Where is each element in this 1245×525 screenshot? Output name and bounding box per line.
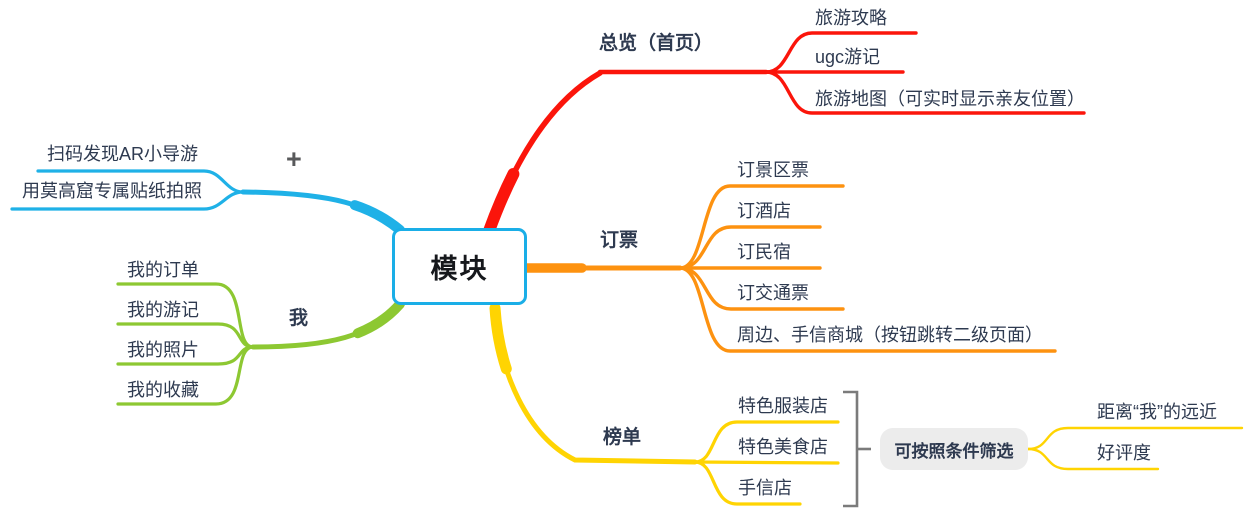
- subtopic-line-food: [693, 460, 840, 465]
- subtopic-hotel[interactable]: 订酒店: [737, 201, 791, 221]
- subtopic-line-mall: [678, 266, 1057, 353]
- branch-curve-overview: [486, 70, 603, 234]
- subtopic-ugc-notes[interactable]: ugc游记: [815, 47, 881, 67]
- subtopic-souvenir[interactable]: 手信店: [738, 478, 792, 498]
- subtopic-line-sticker-photo: [10, 190, 245, 211]
- branch-topic-me[interactable]: 我: [289, 308, 309, 329]
- branch-curve-me-taper: [248, 299, 405, 352]
- subtopic-line-scenic-ticket: [678, 184, 845, 270]
- summary-bracket: [843, 390, 871, 508]
- branch-topic-booking[interactable]: 订票: [600, 230, 639, 251]
- subtopic-line-clothing: [693, 420, 840, 464]
- branch-topic-overview[interactable]: 总览（首页）: [599, 33, 714, 54]
- branch-curve-plus-taper: [238, 187, 405, 235]
- branch-curve-ranking: [492, 305, 698, 465]
- root-topic[interactable]: 模块: [392, 228, 527, 305]
- subtopic-my-photos[interactable]: 我的照片: [127, 340, 199, 360]
- subtopic-my-notes[interactable]: 我的游记: [127, 300, 199, 320]
- branch-curve-ranking-taper: [489, 302, 701, 468]
- branch-topic-ranking[interactable]: 榜单: [603, 427, 642, 448]
- subtopic-scenic-ticket[interactable]: 订景区票: [737, 160, 809, 180]
- summary-topic-filter-label: 可按照条件筛选: [894, 441, 1014, 461]
- subtopic-line-rating: [1026, 447, 1160, 471]
- summary-topic-filter[interactable]: 可按照条件筛选: [880, 428, 1028, 470]
- subtopic-clothing[interactable]: 特色服装店: [738, 396, 828, 416]
- subtopic-line-my-favorites: [116, 345, 255, 406]
- subtopic-distance[interactable]: 距离“我”的远近: [1097, 402, 1217, 422]
- branch-lines-overview: [483, 31, 1086, 237]
- subtopic-mall[interactable]: 周边、手信商城（按钮跳转二级页面）: [737, 325, 1043, 345]
- subtopic-ar-guide[interactable]: 扫码发现AR小导游: [47, 144, 199, 164]
- subtopic-food[interactable]: 特色美食店: [738, 437, 828, 457]
- branch-lines-me: [116, 282, 405, 406]
- branch-lines-ranking: [489, 302, 1244, 506]
- subtopic-travel-map[interactable]: 旅游地图（可实时显示亲友位置）: [815, 89, 1085, 109]
- branch-lines-booking: [522, 184, 1057, 353]
- subtopic-transport[interactable]: 订交通票: [737, 283, 809, 303]
- subtopic-my-orders[interactable]: 我的订单: [127, 260, 199, 280]
- subtopic-line-travel-map: [764, 70, 1086, 115]
- subtopic-travel-guide[interactable]: 旅游攻略: [815, 8, 887, 28]
- subtopic-line-distance: [1026, 426, 1244, 451]
- branch-curve-overview-taper: [483, 67, 606, 237]
- branch-lines-plus: [10, 169, 405, 235]
- root-topic-label: 模块: [430, 254, 489, 284]
- branch-topic-plus[interactable]: +: [286, 144, 302, 174]
- subtopic-my-favorites[interactable]: 我的收藏: [127, 380, 199, 400]
- subtopic-sticker-photo[interactable]: 用莫高窟专属贴纸拍照: [22, 181, 202, 201]
- subtopic-line-souvenir: [693, 460, 802, 506]
- subtopic-homestay[interactable]: 订民宿: [737, 242, 791, 262]
- subtopic-rating[interactable]: 好评度: [1097, 443, 1151, 463]
- summary-bracket-shape: [843, 390, 859, 508]
